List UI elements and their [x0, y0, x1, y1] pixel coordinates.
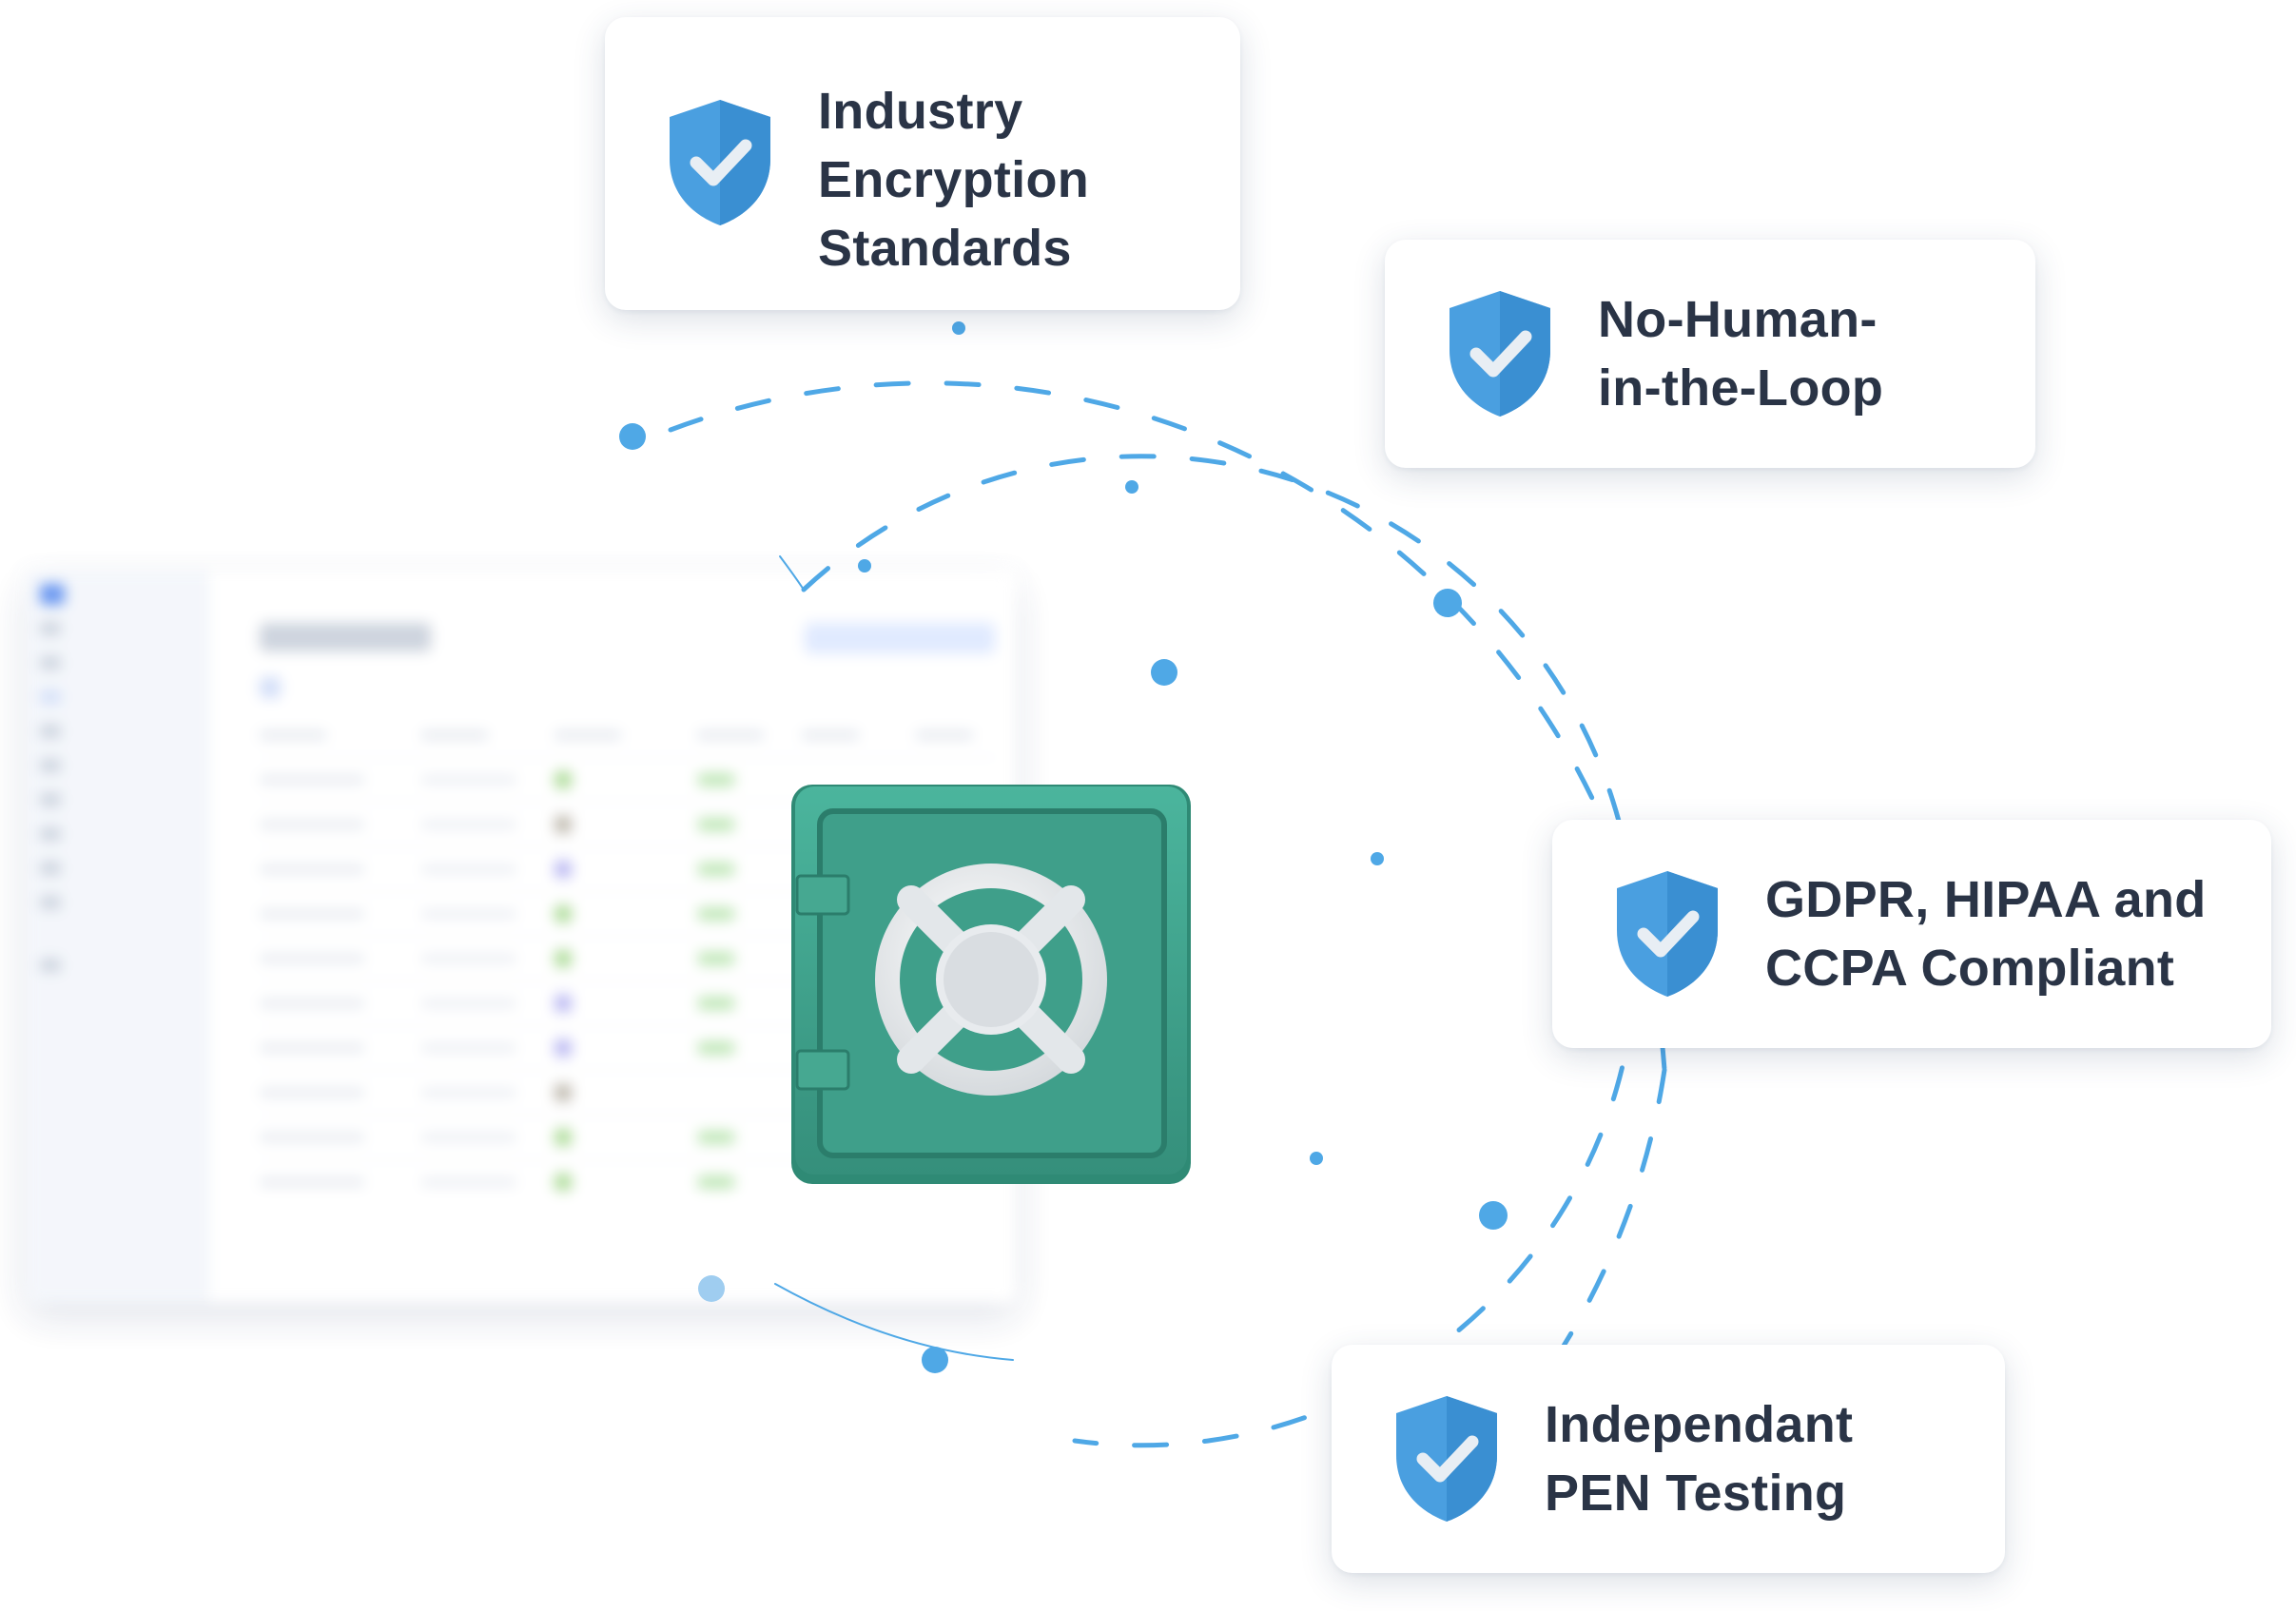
sidebar-row	[40, 892, 194, 913]
orbit-dot	[1310, 1152, 1323, 1165]
dashboard-title-placeholder	[260, 623, 431, 651]
inner-dashed-arc	[801, 454, 1639, 1448]
feature-card-encryption: Industry Encryption Standards	[605, 17, 1240, 310]
sidebar-row	[40, 824, 194, 844]
orbit-dot	[858, 559, 871, 573]
sidebar-row	[40, 721, 194, 742]
orbit-dot	[1125, 480, 1138, 494]
sidebar-row	[40, 584, 194, 605]
dashboard-main	[231, 571, 1016, 1303]
feature-label: Independant PEN Testing	[1545, 1396, 1854, 1522]
table-row	[260, 1159, 997, 1204]
sidebar-row	[40, 652, 194, 673]
orbit-dot	[619, 423, 646, 450]
feature-label: GDPR, HIPAA and CCPA Compliant	[1765, 871, 2207, 997]
sidebar-row	[40, 858, 194, 879]
orbit-dot	[698, 1275, 725, 1302]
shield-check-icon	[670, 100, 770, 225]
table-row	[260, 802, 997, 846]
shield-check-icon	[1617, 871, 1718, 997]
sidebar-row	[40, 618, 194, 639]
safe-vault-icon	[791, 785, 1191, 1184]
orbit-dot	[1433, 589, 1462, 617]
orbit-dot	[1371, 852, 1384, 865]
thin-arc-bottom	[774, 1283, 1014, 1361]
sidebar-row	[40, 955, 194, 976]
table-row	[260, 757, 997, 802]
feature-card-compliance: GDPR, HIPAA and CCPA Compliant	[1552, 820, 2271, 1048]
dashboard-table	[260, 713, 997, 1204]
table-row	[260, 980, 997, 1025]
dashboard-filter-chip	[260, 677, 281, 698]
table-row	[260, 891, 997, 936]
orbit-dot	[922, 1347, 948, 1373]
shield-check-icon	[1396, 1396, 1497, 1522]
table-row	[260, 936, 997, 980]
shield-check-icon	[1450, 291, 1550, 417]
sidebar-row	[40, 755, 194, 776]
feature-card-no-human: No-Human- in-the-Loop	[1385, 240, 2035, 468]
feature-label: No-Human- in-the-Loop	[1598, 291, 1884, 417]
table-row	[260, 846, 997, 891]
table-row	[260, 1070, 997, 1115]
sidebar-row	[40, 789, 194, 810]
orbit-dot	[1151, 659, 1177, 686]
feature-label: Industry Encryption Standards	[818, 83, 1090, 277]
feature-card-pen-testing: Independant PEN Testing	[1332, 1345, 2005, 1573]
dashboard-sidebar	[27, 571, 208, 1303]
orbit-dot	[952, 321, 965, 335]
dashboard-action-button	[805, 623, 995, 653]
table-header	[260, 713, 997, 757]
thin-arc-top	[779, 555, 805, 591]
orbit-dot	[1479, 1201, 1508, 1230]
sidebar-row	[40, 687, 194, 708]
table-row	[260, 1115, 997, 1159]
table-row	[260, 1025, 997, 1070]
